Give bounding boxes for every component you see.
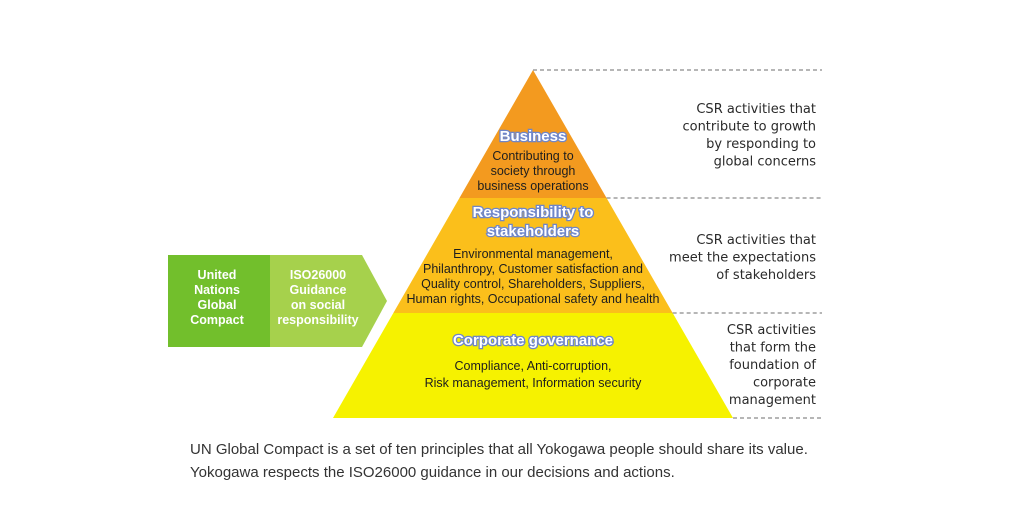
csr-note-stakeholders: of stakeholders: [716, 268, 816, 283]
tier-body-line: Risk management, Information security: [425, 376, 643, 390]
pyramid-tier-stakeholders: [393, 198, 673, 313]
framework-label-line: responsibility: [277, 313, 358, 327]
csr-note-governance: corporate: [753, 376, 816, 391]
tier-body-line: Compliance, Anti-corruption,: [454, 359, 611, 373]
framework-label-line: on social: [291, 298, 345, 312]
csr-note-business: CSR activities that: [696, 102, 816, 117]
framework-label-line: Nations: [194, 283, 240, 297]
framework-label-line: United: [198, 268, 237, 282]
tier-body-line: Human rights, Occupational safety and he…: [407, 292, 660, 306]
tier-body-line: Quality control, Shareholders, Suppliers…: [421, 277, 645, 291]
caption-line-2: Yokogawa respects the ISO26000 guidance …: [190, 464, 675, 481]
caption: UN Global Compact is a set of ten princi…: [190, 438, 808, 484]
tier-body-line: business operations: [477, 179, 588, 193]
csr-note-business: contribute to growth: [682, 120, 816, 135]
framework-box-shape: [168, 255, 270, 347]
tier-heading-governance: Corporate governance: [453, 332, 613, 349]
csr-note-governance: CSR activities: [727, 323, 816, 338]
framework-label-line: Compact: [190, 313, 244, 327]
framework-label-line: Global: [198, 298, 237, 312]
csr-note-governance: foundation of: [729, 358, 816, 373]
tier-body-line: Environmental management,: [453, 247, 613, 261]
framework-label-line: ISO26000: [290, 268, 346, 282]
tier-body-line: society through: [491, 164, 576, 178]
framework-box-shape: [270, 255, 387, 347]
tier-body-line: Contributing to: [492, 149, 573, 163]
csr-note-stakeholders: CSR activities that: [696, 233, 816, 248]
pyramid-tier-governance: [333, 313, 733, 418]
csr-note-business: global concerns: [714, 155, 817, 170]
caption-line-1: UN Global Compact is a set of ten princi…: [190, 441, 808, 458]
csr-note-governance: that form the: [730, 341, 816, 356]
tier-body-line: Philanthropy, Customer satisfaction and: [423, 262, 643, 276]
csr-note-governance: management: [729, 393, 816, 408]
csr-note-business: by responding to: [706, 137, 816, 152]
framework-label-line: Guidance: [290, 283, 347, 297]
tier-heading-stakeholders: stakeholders: [487, 223, 580, 240]
tier-heading-business: Business: [500, 128, 567, 145]
pyramid-tier-business: [459, 70, 607, 198]
tier-heading-stakeholders: Responsibility to: [473, 204, 594, 221]
csr-note-stakeholders: meet the expectations: [669, 251, 816, 266]
csr-pyramid-diagram: UnitedNationsGlobalCompactISO26000Guidan…: [168, 69, 822, 419]
